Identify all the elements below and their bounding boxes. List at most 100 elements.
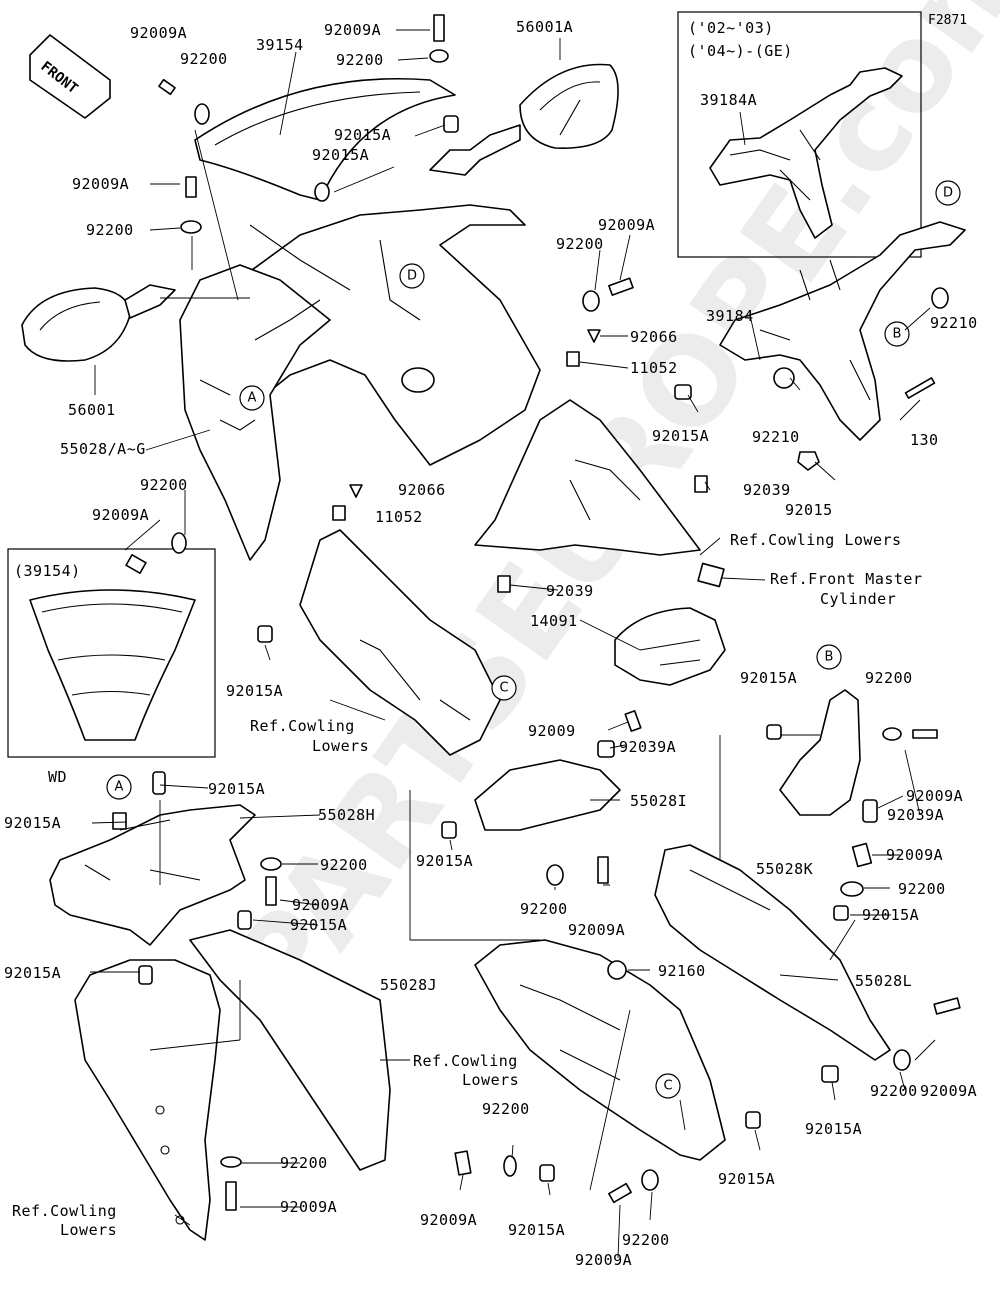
label-92066-1: 92066 xyxy=(630,328,678,346)
callout-D-stay: D xyxy=(935,180,961,206)
label-92015A-8: 92015A xyxy=(4,814,61,832)
label-92200-4: 92200 xyxy=(140,476,188,494)
label-ref-cowling-4a: Ref.Cowling xyxy=(12,1202,117,1220)
label-56001: 56001 xyxy=(68,401,116,419)
svg-text:A: A xyxy=(115,780,124,795)
label-11052-2: 11052 xyxy=(375,508,423,526)
stay-39184 xyxy=(719,221,966,441)
label-92015A-10: 92015A xyxy=(4,964,61,982)
part-39184A-label: 39184A xyxy=(700,91,757,109)
label-55028H: 55028H xyxy=(318,806,375,824)
label-92200-10: 92200 xyxy=(870,1082,918,1100)
label-56001A: 56001A xyxy=(516,18,573,36)
callout-B-stay: B xyxy=(884,321,910,347)
label-92039-1: 92039 xyxy=(743,481,791,499)
year-inset-box: ('02~'03) ('04~)-(GE) 39184A xyxy=(677,11,922,258)
inner-panel-55028K xyxy=(779,689,861,816)
label-92009A-6: 92009A xyxy=(906,787,963,805)
label-92009A-8: 92009A xyxy=(292,896,349,914)
label-92200-2: 92200 xyxy=(336,51,384,69)
label-92015A-11: 92015A xyxy=(416,852,473,870)
under-cowling-55028H xyxy=(49,804,256,946)
label-92200-13: 92200 xyxy=(622,1231,670,1249)
label-92015A-1: 92015A xyxy=(334,126,391,144)
label-92160: 92160 xyxy=(658,962,706,980)
label-ref-cowling-2b: Lowers xyxy=(312,737,369,755)
callout-B-lower: B xyxy=(816,644,842,670)
callout-D-upper: D xyxy=(399,263,425,289)
callout-A-upper: A xyxy=(239,385,265,411)
label-92200-6: 92200 xyxy=(865,669,913,687)
label-92200-8: 92200 xyxy=(320,856,368,874)
year-line-2: ('04~)-(GE) xyxy=(688,42,793,60)
label-92039-2: 92039 xyxy=(546,582,594,600)
label-39154: 39154 xyxy=(256,36,304,54)
callout-C-middle: C xyxy=(491,675,517,701)
windshield-inset-title: (39154) xyxy=(14,562,81,580)
windshield-inset-box: (39154) xyxy=(7,548,216,758)
label-92015A-4: 92015A xyxy=(226,682,283,700)
label-ref-front-master-2: Cylinder xyxy=(820,590,896,608)
part-labels: 92009A 92200 39154 92009A 92200 56001A 9… xyxy=(4,18,978,1269)
label-92200-12: 92200 xyxy=(482,1100,530,1118)
label-92039A-2: 92039A xyxy=(887,806,944,824)
label-ref-cowling-2a: Ref.Cowling xyxy=(250,717,355,735)
label-92009A-2: 92009A xyxy=(324,21,381,39)
bracket-14091 xyxy=(614,607,726,686)
label-92009A-4: 92009A xyxy=(92,506,149,524)
label-14091: 14091 xyxy=(530,612,578,630)
label-92200-9: 92200 xyxy=(520,900,568,918)
label-92015A-5: 92015A xyxy=(740,669,797,687)
label-92210-2: 92210 xyxy=(752,428,800,446)
label-92200-1: 92200 xyxy=(180,50,228,68)
label-11052-1: 11052 xyxy=(630,359,678,377)
middle-cowling-piece xyxy=(474,399,701,556)
label-92066-2: 92066 xyxy=(398,481,446,499)
callout-C-lower: C xyxy=(655,1073,681,1099)
label-92009A-3: 92009A xyxy=(72,175,129,193)
wd-label: WD xyxy=(48,768,67,786)
label-55028K: 55028K xyxy=(756,860,813,878)
figure-code: F2871 xyxy=(928,13,967,28)
callout-A-lower: A xyxy=(106,774,132,800)
front-arrow-icon: FRONT xyxy=(29,34,111,119)
label-92210-1: 92210 xyxy=(930,314,978,332)
label-92015: 92015 xyxy=(785,501,833,519)
windshield-39154 xyxy=(194,77,456,201)
label-55028I: 55028I xyxy=(630,792,687,810)
label-92039A-1: 92039A xyxy=(619,738,676,756)
side-cowling-55028J xyxy=(474,939,726,1161)
label-92009A-7: 92009A xyxy=(886,846,943,864)
label-130: 130 xyxy=(910,431,939,449)
label-92009A-11: 92009A xyxy=(280,1198,337,1216)
leader-lines xyxy=(90,29,936,1259)
mirror-56001A xyxy=(429,63,619,176)
label-ref-cowling-lowers-1: Ref.Cowling Lowers xyxy=(730,531,902,549)
label-55028J: 55028J xyxy=(380,976,437,994)
svg-text:D: D xyxy=(943,186,953,201)
svg-text:C: C xyxy=(499,681,508,696)
svg-text:B: B xyxy=(825,650,834,665)
label-92009A-1: 92009A xyxy=(130,24,187,42)
svg-text:B: B xyxy=(893,327,902,342)
label-92015A-6: 92015A xyxy=(862,906,919,924)
left-middle-cowling xyxy=(299,529,501,756)
label-92200-11: 92200 xyxy=(280,1154,328,1172)
svg-text:C: C xyxy=(663,1079,672,1094)
upper-cowling-55028 xyxy=(179,204,541,561)
label-92015A-2: 92015A xyxy=(312,146,369,164)
label-92015A-13: 92015A xyxy=(508,1221,565,1239)
svg-text:A: A xyxy=(248,391,257,406)
label-92015A-3: 92015A xyxy=(652,427,709,445)
label-55028-A-G: 55028/A~G xyxy=(60,440,146,458)
label-55028L: 55028L xyxy=(855,972,912,990)
label-ref-cowling-3a: Ref.Cowling xyxy=(413,1052,518,1070)
label-92015A-14: 92015A xyxy=(718,1170,775,1188)
mirror-56001 xyxy=(21,284,176,362)
label-92009: 92009 xyxy=(528,722,576,740)
label-ref-front-master-1: Ref.Front Master xyxy=(770,570,923,588)
label-92009A-12: 92009A xyxy=(420,1211,477,1229)
label-39184: 39184 xyxy=(706,307,754,325)
year-line-1: ('02~'03) xyxy=(688,19,774,37)
